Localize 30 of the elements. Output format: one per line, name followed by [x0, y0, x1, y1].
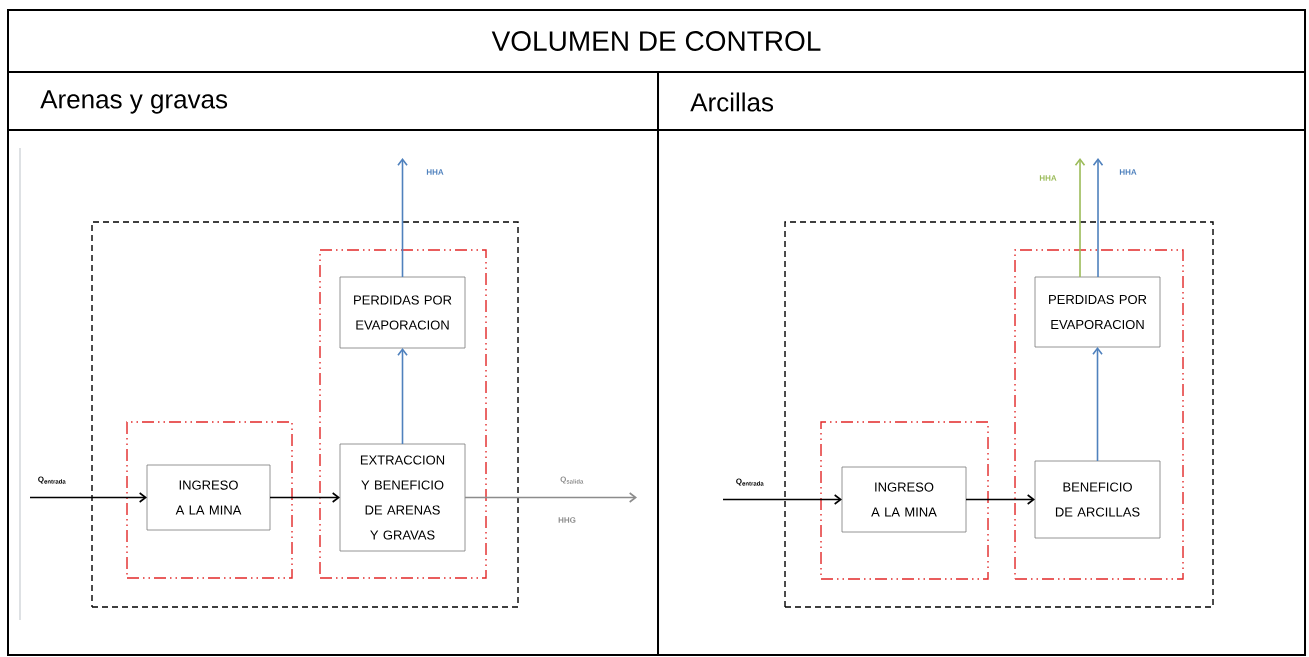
process-box: INGRESO A LA MINA [146, 464, 271, 531]
process-box: PERDIDAS POR EVAPORACION [1034, 276, 1161, 348]
process-box: INGRESO A LA MINA [841, 466, 967, 533]
edge-label: Q$_{salida}$ [559, 475, 585, 485]
dash-dot-boundary [1014, 249, 1184, 580]
process-box: PERDIDAS POR EVAPORACION [339, 276, 466, 349]
arrow [397, 348, 408, 445]
title-bar: VOLUMEN DE CONTROL [7, 9, 1306, 73]
dashed-boundary [784, 221, 1214, 608]
edge-label: HHA [425, 168, 445, 176]
arrow [269, 492, 340, 503]
arrow [1092, 347, 1103, 462]
edge-label: HHA [1118, 168, 1138, 176]
arrow [722, 494, 842, 505]
arrow [397, 158, 408, 278]
process-box: BENEFICIO DE ARCILLAS [1034, 460, 1161, 539]
process-box: EXTRACCION Y BENEFICIO DE ARENAS Y GRAVAS [339, 443, 466, 552]
dashed-boundary [91, 221, 519, 608]
arrow [464, 492, 637, 503]
arrow [1074, 158, 1086, 278]
edge-label: Q$_{entrada}$ [734, 477, 766, 487]
dash-dot-boundary [126, 421, 293, 579]
arrow [1092, 158, 1104, 278]
arrow [965, 494, 1035, 505]
edge-label: HHA [1038, 174, 1058, 182]
flow-label: HHG [558, 517, 576, 523]
arrow [29, 492, 147, 503]
edge-label: Q$_{entrada}$ [36, 475, 68, 485]
dash-dot-boundary [319, 249, 487, 579]
dash-dot-boundary [820, 421, 989, 580]
